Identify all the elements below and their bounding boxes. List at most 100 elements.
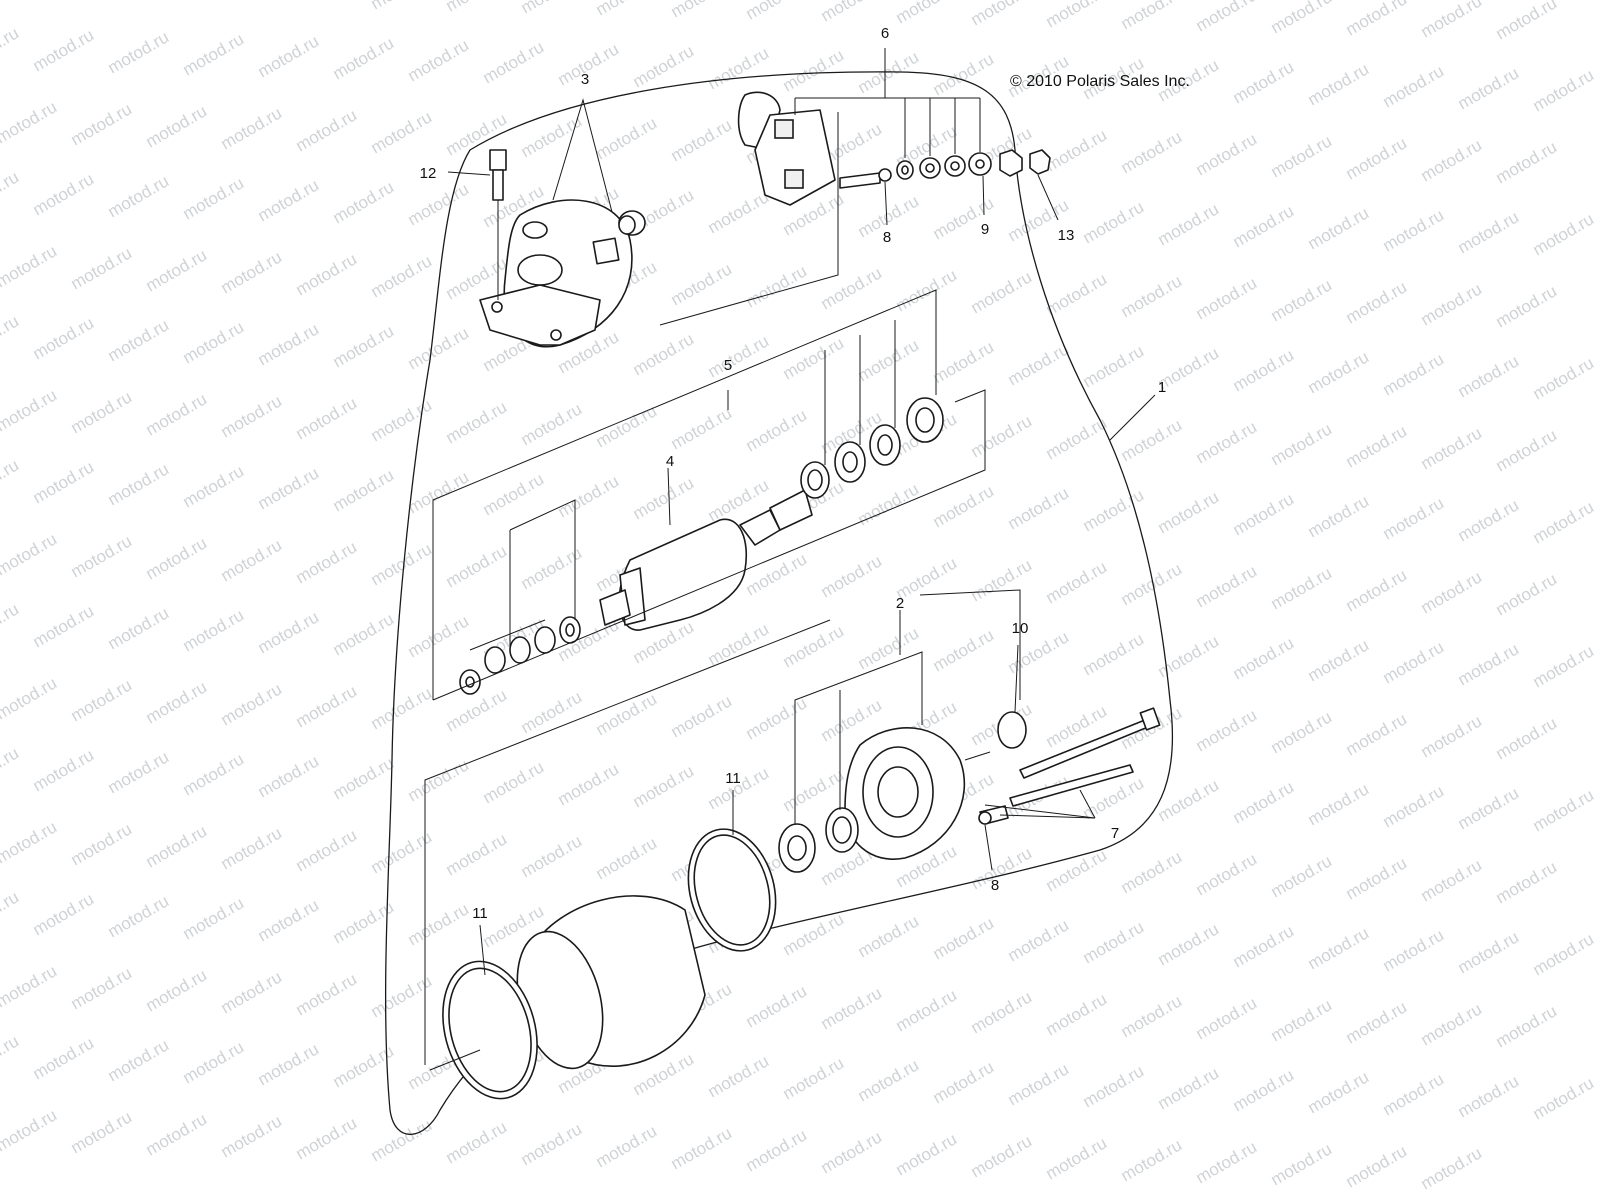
watermark-text: motod.ru (555, 471, 623, 521)
watermark-text: motod.ru (368, 251, 436, 301)
watermark-text: motod.ru (1080, 485, 1148, 535)
watermark-text: motod.ru (705, 619, 773, 669)
watermark-text: motod.ru (1530, 65, 1598, 115)
watermark-text: motod.ru (1043, 125, 1111, 175)
watermark-text: motod.ru (1305, 59, 1373, 109)
watermark-text: motod.ru (218, 535, 286, 585)
watermark-text: motod.ru (668, 691, 736, 741)
watermark-text: motod.ru (218, 967, 286, 1017)
watermark-text: motod.ru (1493, 281, 1561, 331)
watermark-text: motod.ru (1268, 563, 1336, 613)
watermark-text: motod.ru (105, 891, 173, 941)
watermark-text: motod.ru (1005, 1059, 1073, 1109)
watermark-text: motod.ru (1493, 137, 1561, 187)
watermark-text: motod.ru (68, 675, 136, 725)
watermark-text: motod.ru (1530, 641, 1598, 691)
watermark-text: motod.ru (780, 909, 848, 959)
callout-12: 12 (420, 165, 437, 182)
watermark-text: motod.ru (1455, 1071, 1523, 1121)
callout-6: 6 (881, 25, 889, 42)
watermark-text: motod.ru (368, 683, 436, 733)
watermark-text: motod.ru (1530, 929, 1598, 979)
watermark-text: motod.ru (780, 765, 848, 815)
watermark-text: motod.ru (1193, 1137, 1261, 1187)
watermark-text: motod.ru (930, 625, 998, 675)
watermark-text: motod.ru (1268, 995, 1336, 1045)
watermark-text: motod.ru (368, 0, 436, 13)
watermark-text: motod.ru (368, 539, 436, 589)
watermark-text: motod.ru (1080, 629, 1148, 679)
watermark-text: motod.ru (443, 1117, 511, 1167)
watermark-text: motod.ru (0, 167, 22, 217)
watermark-text: motod.ru (1080, 917, 1148, 967)
watermark-text: motod.ru (180, 605, 248, 655)
watermark-text: motod.ru (818, 263, 886, 313)
watermark-text: motod.ru (743, 405, 811, 455)
watermark-text: motod.ru (405, 179, 473, 229)
watermark-text: motod.ru (743, 693, 811, 743)
watermark-text: motod.ru (0, 311, 22, 361)
watermark-text: motod.ru (1305, 1067, 1373, 1117)
watermark-text: motod.ru (368, 1115, 436, 1165)
watermark-text: motod.ru (1005, 915, 1073, 965)
watermark-text: motod.ru (480, 757, 548, 807)
watermark-text: motod.ru (1380, 781, 1448, 831)
watermark-text: motod.ru (1118, 559, 1186, 609)
watermark-text: motod.ru (30, 889, 98, 939)
watermark-text: motod.ru (105, 27, 173, 77)
watermark-text: motod.ru (930, 913, 998, 963)
watermark-text: motod.ru (1493, 425, 1561, 475)
watermark-text: motod.ru (1193, 561, 1261, 611)
watermark-text: motod.ru (105, 747, 173, 797)
plug-10 (997, 711, 1027, 749)
watermark-text: motod.ru (818, 983, 886, 1033)
watermark-text: motod.ru (68, 99, 136, 149)
callout-2: 2 (896, 595, 904, 612)
leader-lines (424, 48, 1156, 1071)
watermark-text: motod.ru (743, 261, 811, 311)
watermark-text: motod.ru (1155, 199, 1223, 249)
watermark-text: motod.ru (1230, 1065, 1298, 1115)
watermark-text: motod.ru (1418, 711, 1486, 761)
callout-10: 10 (1012, 620, 1029, 637)
watermark-text: motod.ru (1193, 0, 1261, 35)
watermark-text: motod.ru (293, 825, 361, 875)
watermark-text: motod.ru (0, 743, 22, 793)
watermark-text: motod.ru (293, 1113, 361, 1163)
watermark-text: motod.ru (818, 551, 886, 601)
callout-8-top: 8 (883, 229, 891, 246)
watermark-text: motod.ru (1193, 417, 1261, 467)
watermark-text: motod.ru (818, 1127, 886, 1177)
watermark-text: motod.ru (1493, 857, 1561, 907)
watermark-text: motod.ru (780, 621, 848, 671)
watermark-text: motod.ru (968, 411, 1036, 461)
drive-end-housing (479, 199, 633, 348)
watermark-text: motod.ru (1193, 129, 1261, 179)
watermark-text: motod.ru (668, 1123, 736, 1173)
watermark-text: motod.ru (405, 323, 473, 373)
watermark-text: motod.ru (930, 337, 998, 387)
watermark-text: motod.ru (1155, 919, 1223, 969)
watermark-text: motod.ru (1043, 269, 1111, 319)
watermark-text: motod.ru (1230, 201, 1298, 251)
watermark-text: motod.ru (368, 395, 436, 445)
watermark-text: motod.ru (1080, 1061, 1148, 1111)
watermark-text: motod.ru (0, 961, 60, 1011)
watermark-text: motod.ru (705, 1051, 773, 1101)
watermark-text: motod.ru (293, 249, 361, 299)
watermark-text: motod.ru (405, 35, 473, 85)
watermark-text: motod.ru (1155, 487, 1223, 537)
watermark-text: motod.ru (330, 177, 398, 227)
watermark-text: motod.ru (968, 267, 1036, 317)
watermark-text: motod.ru (255, 1039, 323, 1089)
watermark-text: motod.ru (1230, 489, 1298, 539)
watermark-text: motod.ru (1268, 1139, 1336, 1189)
watermark-text: motod.ru (818, 0, 886, 25)
watermark-text: motod.ru (68, 243, 136, 293)
watermark-text: motod.ru (1343, 133, 1411, 183)
watermark-text: motod.ru (855, 623, 923, 673)
watermark-text: motod.ru (180, 1037, 248, 1087)
watermark-text: motod.ru (1268, 0, 1336, 37)
watermark-text: motod.ru (1418, 999, 1486, 1049)
watermark-text: motod.ru (1230, 57, 1298, 107)
